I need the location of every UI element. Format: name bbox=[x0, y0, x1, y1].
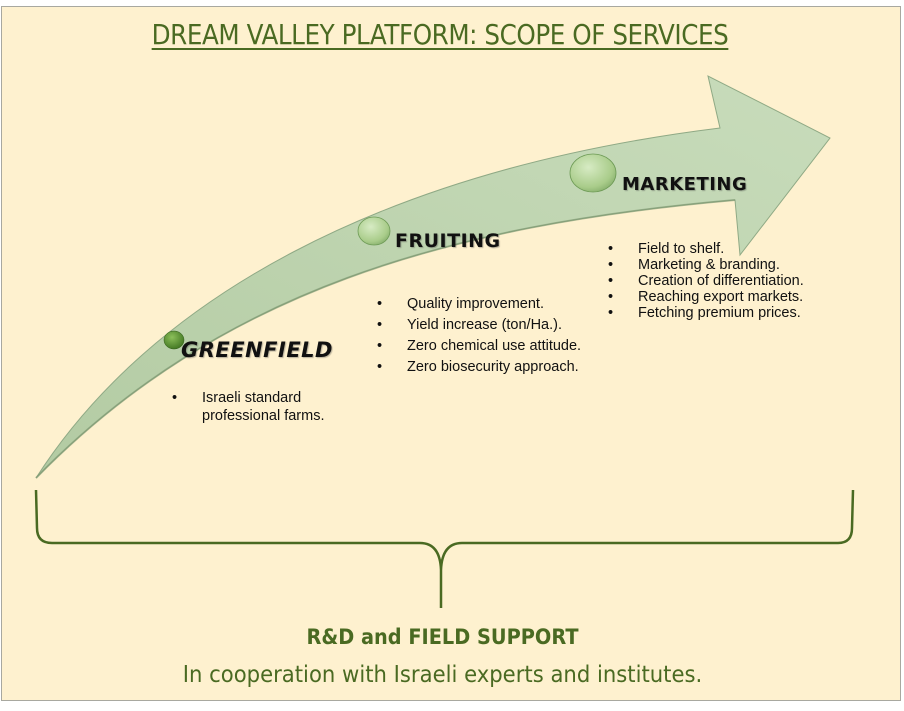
bullet-icon: • bbox=[608, 257, 614, 273]
bullet-icon: • bbox=[608, 289, 614, 305]
list-item: •Zero chemical use attitude. bbox=[377, 336, 581, 357]
list-item: •Creation of differentiation. bbox=[608, 273, 804, 289]
support-brace bbox=[34, 489, 855, 608]
bullet-icon: • bbox=[608, 305, 614, 321]
bullet-icon: • bbox=[608, 241, 614, 257]
marketing-marker-icon bbox=[569, 153, 617, 193]
stage-fruiting-label: FRUITING bbox=[395, 230, 501, 252]
bullet-icon: • bbox=[172, 390, 178, 406]
list-item: •Marketing & branding. bbox=[608, 257, 780, 273]
stage-marketing-label: MARKETING bbox=[622, 174, 748, 195]
list-item: •Fetching premium prices. bbox=[608, 305, 801, 321]
support-title: R&D and FIELD SUPPORT bbox=[306, 625, 579, 649]
list-item: •Field to shelf. bbox=[608, 241, 725, 257]
list-item: •Quality improvement. bbox=[377, 294, 581, 315]
bullet-icon: • bbox=[377, 359, 383, 375]
greenfield-bullet-list: •Israeli standard professional farms. bbox=[172, 389, 372, 425]
stage-greenfield-label: GREENFIELD bbox=[181, 338, 333, 362]
page-title: DREAM VALLEY PLATFORM: SCOPE OF SERVICES bbox=[151, 18, 729, 51]
marketing-bullet-list: •Field to shelf. •Marketing & branding. … bbox=[608, 241, 804, 321]
bullet-icon: • bbox=[377, 317, 383, 333]
support-subtitle: In cooperation with Israeli experts and … bbox=[182, 662, 703, 688]
bullet-icon: • bbox=[377, 296, 383, 312]
list-item: •Israeli standard professional farms. bbox=[172, 390, 325, 424]
greenfield-marker-icon bbox=[163, 330, 185, 350]
fruiting-bullet-list: •Quality improvement. •Yield increase (t… bbox=[377, 294, 581, 378]
bullet-icon: • bbox=[377, 338, 383, 354]
bullet-icon: • bbox=[608, 273, 614, 289]
list-item: •Yield increase (ton/Ha.). bbox=[377, 315, 581, 336]
list-item: •Zero biosecurity approach. bbox=[377, 357, 581, 378]
fruiting-marker-icon bbox=[357, 216, 391, 246]
list-item: •Reaching export markets. bbox=[608, 289, 804, 305]
